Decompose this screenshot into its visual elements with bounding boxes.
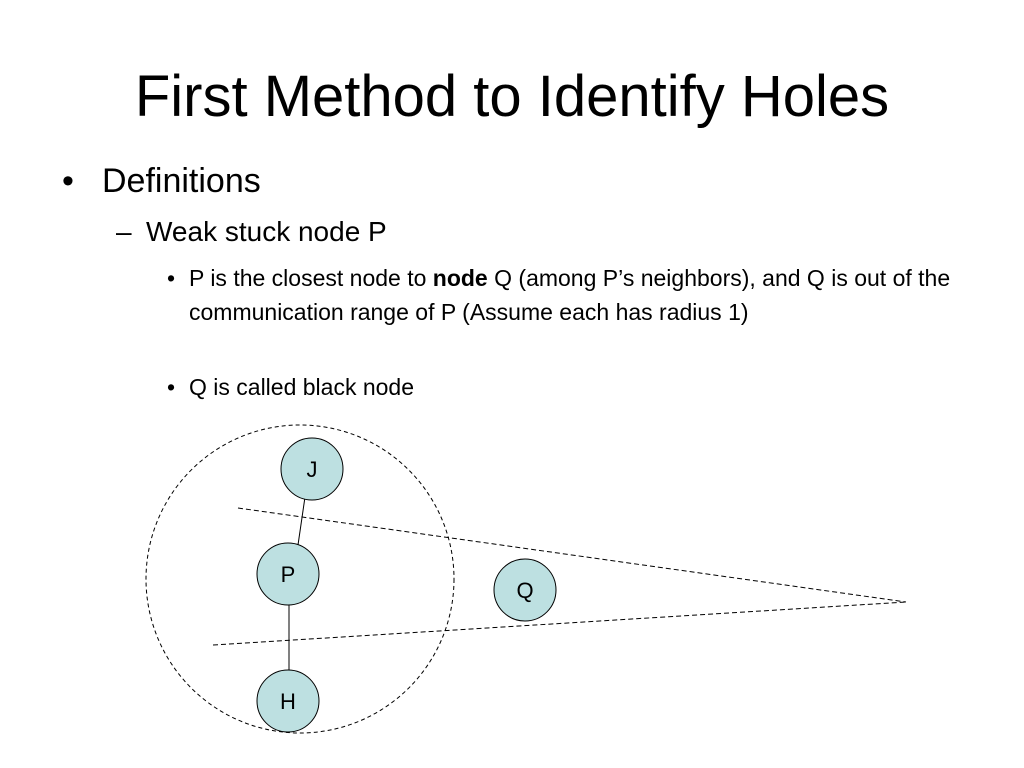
node-q-circle (493, 558, 557, 622)
bullet-closest-node-definition: • P is the closest node to node Q (among… (167, 261, 979, 329)
sector-boundary-upper (237, 507, 907, 603)
bullet-marker: • (62, 162, 74, 200)
node-q-label: Q (516, 578, 533, 603)
edge-j-p (297, 496, 306, 546)
communication-range-circle (145, 424, 455, 734)
slide-title: First Method to Identify Holes (134, 64, 890, 129)
bullet-text: Weak stuck node P (146, 216, 387, 247)
bullet-text: Q is called black node (189, 374, 415, 400)
node-h: H (256, 669, 320, 733)
node-j-circle (280, 437, 344, 501)
dash-marker: – (116, 216, 132, 247)
bullet-text-part: P is the closest node to (189, 265, 433, 291)
node-h-circle (256, 669, 320, 733)
node-j: J (280, 437, 344, 501)
bullet-text: P is the closest node to node Q (among P… (189, 261, 979, 329)
sector-boundary-lower (212, 601, 907, 646)
bullet-text: Definitions (102, 162, 261, 200)
node-p-label: P (281, 562, 296, 587)
bullet-marker: • (167, 374, 176, 400)
node-q: Q (493, 558, 557, 622)
bullet-text-part: Q (among P’s neighbors), and Q is out of… (189, 265, 951, 325)
bullet-weak-stuck-node: – Weak stuck node P (116, 214, 387, 250)
bullet-bold-text: node (432, 265, 488, 291)
node-j-label: J (307, 457, 318, 482)
node-h-label: H (280, 689, 296, 714)
node-p-circle (256, 542, 320, 606)
bullet-black-node: • Q is called black node (167, 370, 979, 404)
node-p: P (256, 542, 320, 606)
bullet-definitions: • Definitions (62, 160, 261, 202)
bullet-marker: • (167, 265, 176, 291)
